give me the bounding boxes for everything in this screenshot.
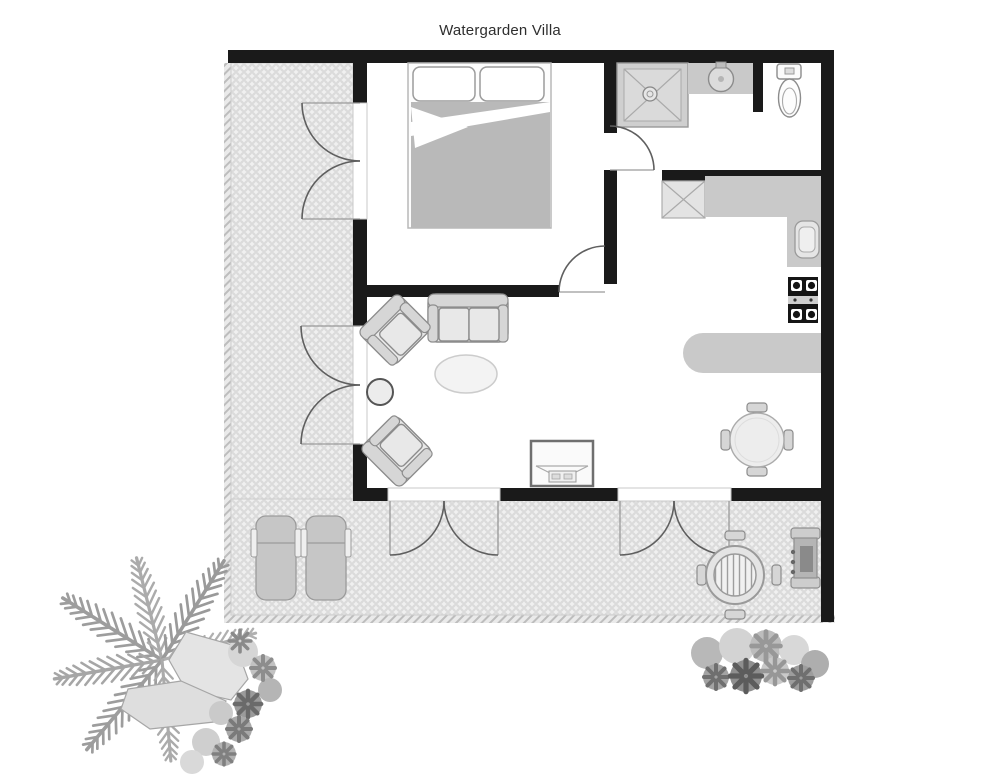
pillow xyxy=(412,66,476,102)
bathroom-door-swing xyxy=(609,125,655,171)
stove xyxy=(788,277,818,323)
shrub xyxy=(209,701,233,725)
opening-south-left xyxy=(387,487,501,502)
veranda-furniture xyxy=(250,515,821,620)
coffee-table xyxy=(434,354,498,394)
french-doors-south-left xyxy=(389,500,499,556)
flush-button xyxy=(784,67,795,75)
faucet xyxy=(715,61,727,69)
veranda-edge-bottom xyxy=(224,615,835,623)
wall-bedroom-east xyxy=(604,63,617,133)
plants-bottom-left xyxy=(50,551,282,774)
loveseat-sofa xyxy=(427,293,509,343)
kitchen-counter-top xyxy=(705,176,821,217)
toilet xyxy=(776,63,802,118)
wall-north xyxy=(228,50,834,63)
outdoor-chair xyxy=(724,530,746,541)
page-title: Watergarden Villa xyxy=(439,22,561,39)
shower-drain xyxy=(642,86,658,102)
shrub xyxy=(192,728,220,756)
shrub xyxy=(719,628,755,664)
shrub xyxy=(258,678,282,702)
wall-west-segment xyxy=(353,444,367,499)
kitchen xyxy=(661,176,821,373)
shrub xyxy=(779,635,809,665)
veranda-left-strip xyxy=(230,62,354,500)
sun-lounger xyxy=(250,515,302,601)
bedroom xyxy=(407,62,606,293)
stove-control-band xyxy=(788,296,818,304)
toilet-bowl xyxy=(777,78,802,118)
french-doors-west-upper xyxy=(301,102,361,220)
dining-table xyxy=(729,412,785,468)
dining-chair xyxy=(720,429,731,451)
dining-chair xyxy=(746,466,768,477)
french-doors-west-lower xyxy=(300,325,361,445)
dining-set xyxy=(720,402,794,477)
pillow xyxy=(479,66,545,102)
plants-bottom-right xyxy=(691,628,829,692)
bedroom-door-swing xyxy=(558,245,606,293)
living-room xyxy=(356,291,595,490)
sheet-fold-triangle xyxy=(411,107,468,148)
kitchen-sink xyxy=(794,220,820,259)
bbq-grill xyxy=(790,527,821,589)
door-openings xyxy=(352,102,732,502)
side-table xyxy=(366,378,394,406)
bar-counter xyxy=(683,333,821,373)
wall-west-segment xyxy=(353,63,367,103)
wall-south-segment xyxy=(500,488,618,501)
wall-bathroom-partition xyxy=(753,63,763,112)
wall-bedroom-south xyxy=(353,285,559,297)
wall-east xyxy=(821,50,834,622)
sun-lounger xyxy=(300,515,352,601)
outdoor-chair xyxy=(724,609,746,620)
wall-south-segment xyxy=(731,488,834,501)
bathroom xyxy=(609,61,802,171)
french-doors xyxy=(300,102,730,556)
armchair xyxy=(358,412,436,490)
wall-west-segment xyxy=(353,219,367,326)
kitchen-cabinet-x xyxy=(661,180,706,219)
shower xyxy=(616,62,689,128)
tv-stand xyxy=(529,439,595,488)
outdoor-dining-set xyxy=(696,530,782,620)
shrub xyxy=(691,637,723,669)
opening-south-right xyxy=(617,487,732,502)
wall-south-segment xyxy=(353,488,388,501)
shrub xyxy=(180,750,204,774)
dining-chair xyxy=(783,429,794,451)
outdoor-chair xyxy=(696,564,707,586)
washbasin xyxy=(688,61,753,94)
dining-chair xyxy=(746,402,768,413)
veranda-edge-left xyxy=(224,63,232,623)
double-bed xyxy=(407,62,552,229)
outdoor-chair xyxy=(771,564,782,586)
armchair xyxy=(356,291,434,369)
tv-screen-base xyxy=(548,470,577,483)
wall-bedroom-east xyxy=(604,170,617,284)
